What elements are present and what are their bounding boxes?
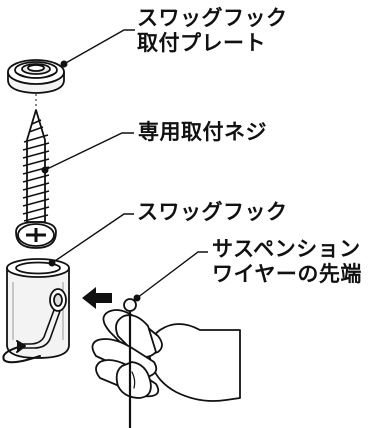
swag-hook-illustration — [6, 258, 70, 359]
callout-mounting-screw-line1: 専用取付ネジ — [138, 120, 267, 144]
suspension-wire-illustration — [123, 298, 137, 428]
callout-wire-tip: サスペンション ワイヤーの先端 — [212, 237, 362, 287]
hook-leader-line — [51, 213, 134, 264]
callout-swag-hook: スワッグフック — [137, 200, 288, 225]
callout-mounting-plate: スワッグフック 取付プレート — [137, 6, 288, 56]
wire-leader-line — [136, 251, 208, 299]
screw-leader-line — [44, 132, 134, 171]
leader-lines — [41, 29, 208, 302]
hand-illustration — [91, 309, 241, 402]
callout-mounting-plate-line2: 取付プレート — [137, 31, 266, 55]
mounting-plate-illustration — [7, 59, 65, 94]
callout-mounting-plate-line1: スワッグフック — [137, 6, 288, 30]
callout-mounting-screw: 専用取付ネジ — [138, 120, 267, 145]
callout-wire-tip-line2: ワイヤーの先端 — [212, 262, 362, 286]
mounting-screw-illustration — [15, 109, 57, 249]
callout-wire-tip-line1: サスペンション — [212, 237, 361, 261]
insert-direction-arrow-icon — [82, 287, 112, 309]
rotation-arrow-icon — [2, 340, 41, 364]
plate-leader-line — [63, 29, 135, 65]
callout-swag-hook-line1: スワッグフック — [137, 200, 288, 224]
